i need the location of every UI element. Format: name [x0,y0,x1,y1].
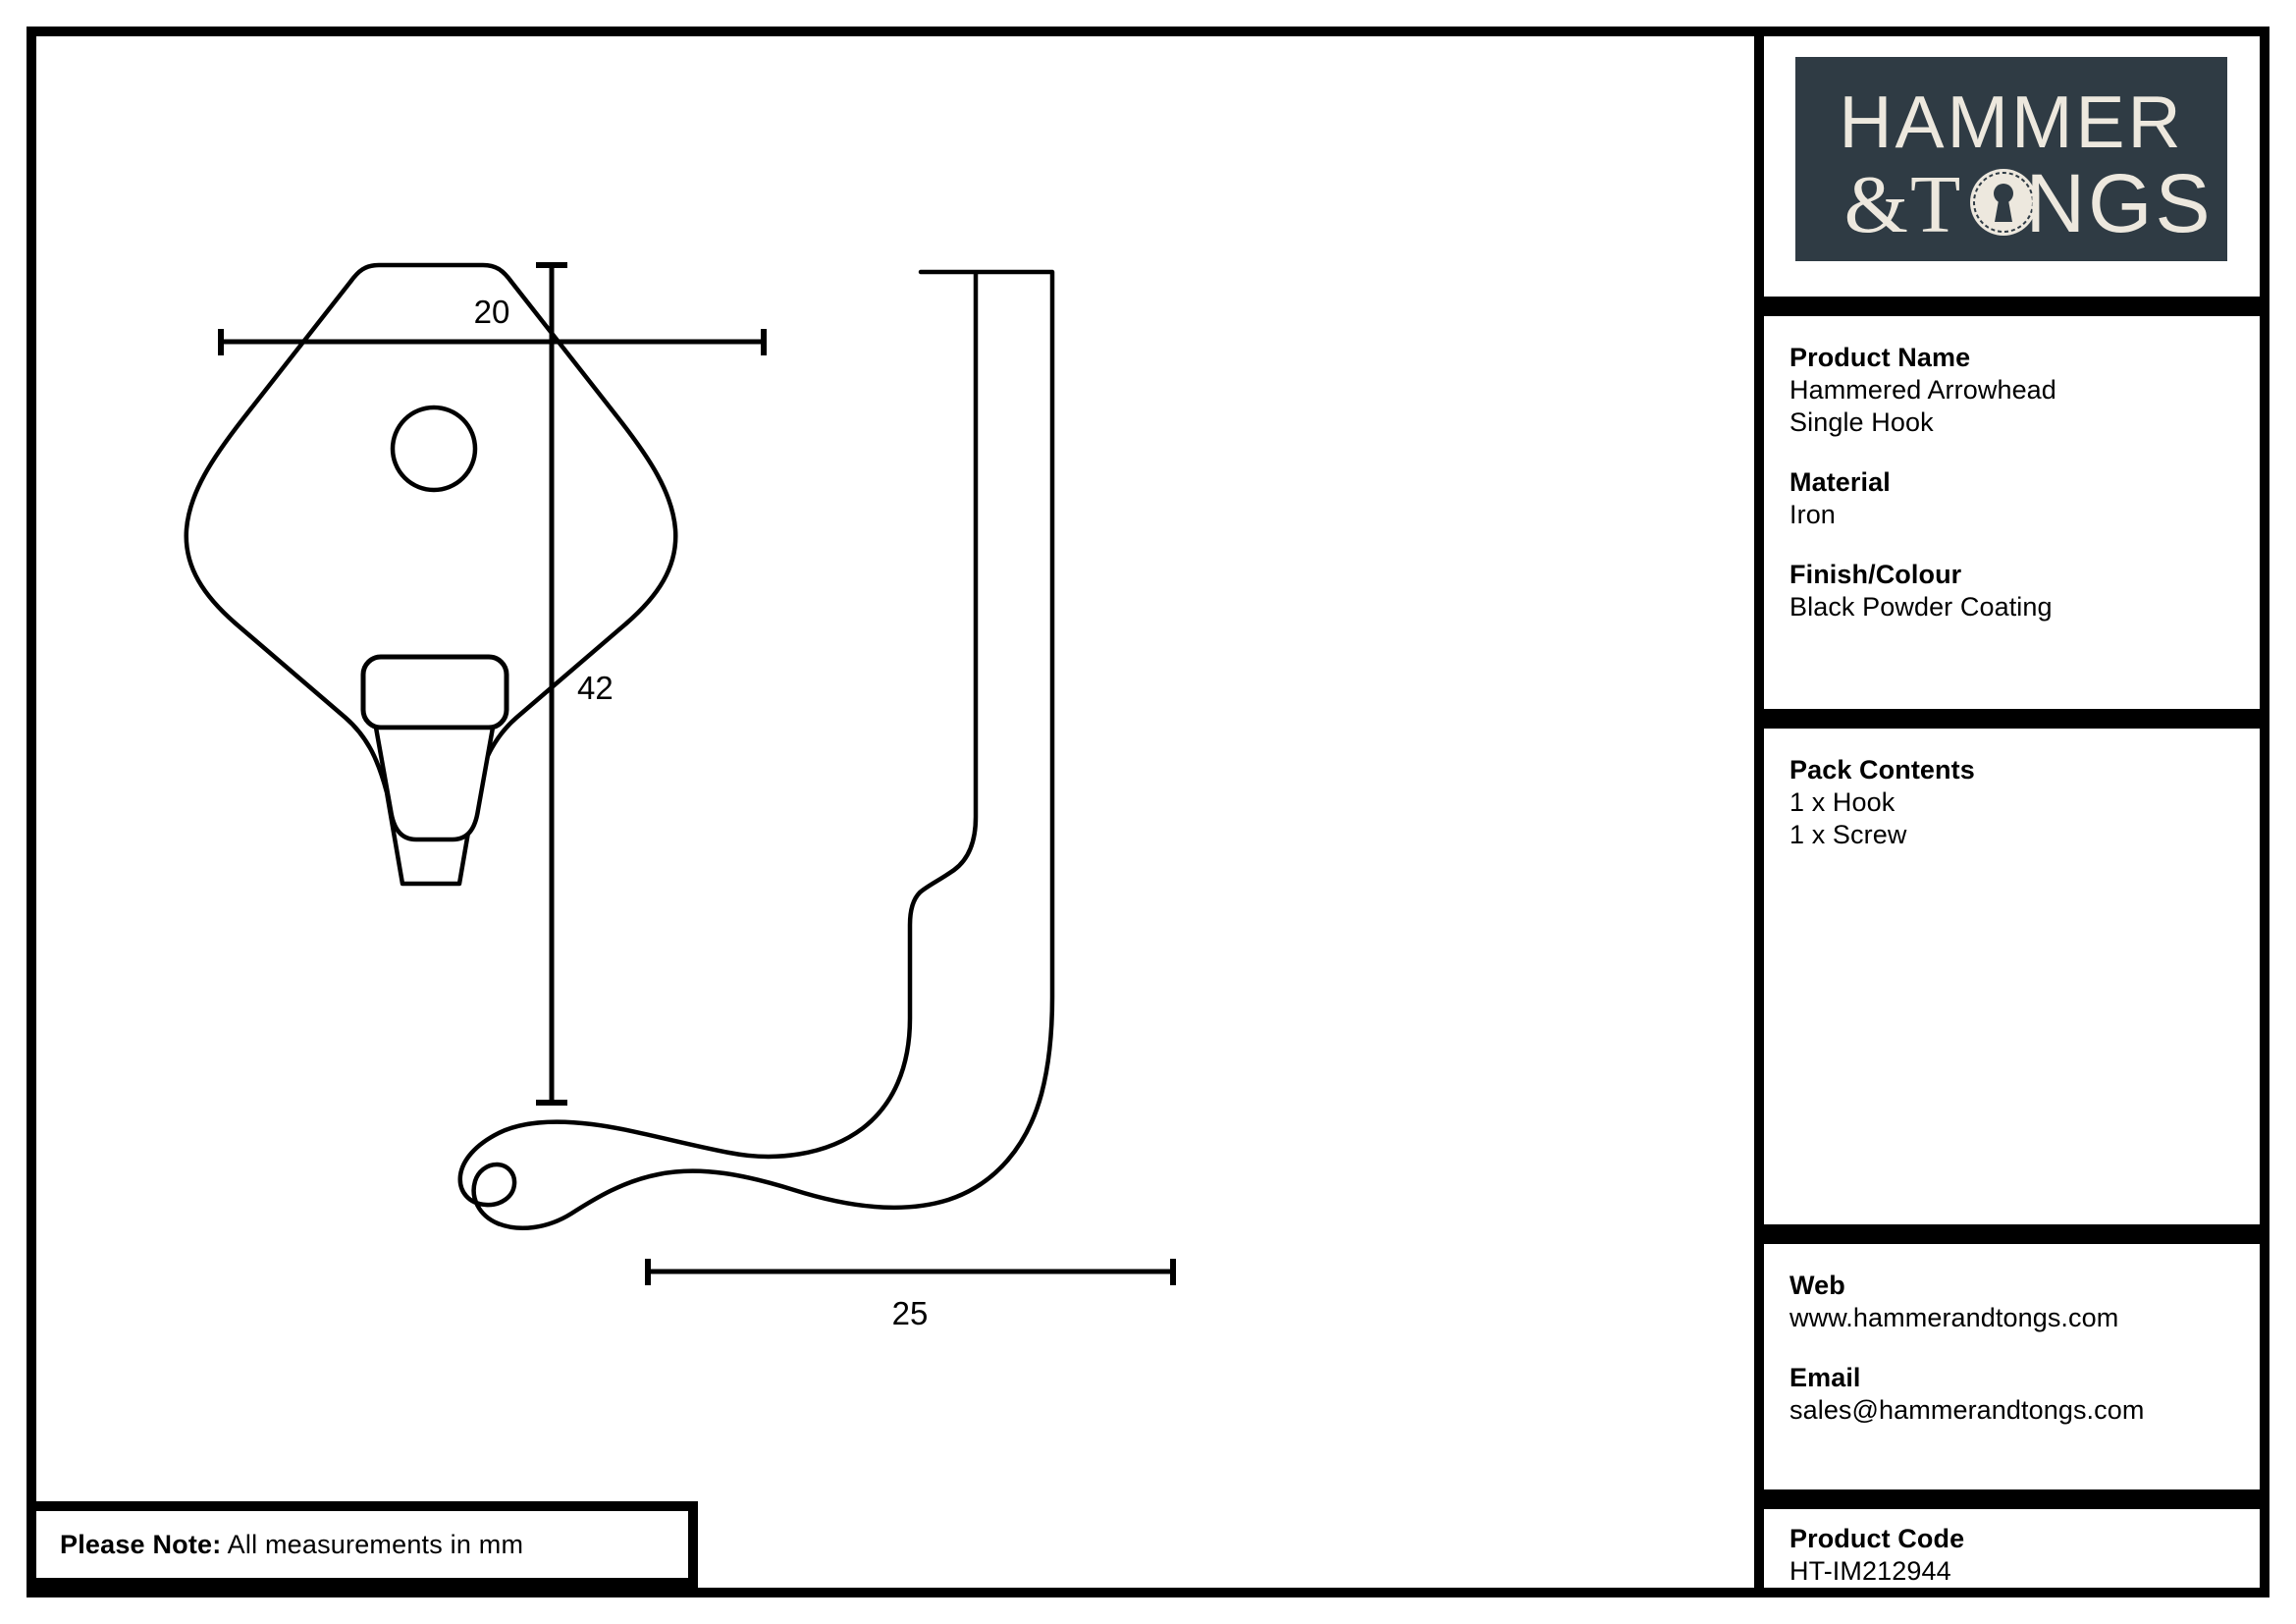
material-value: Iron [1789,499,1836,529]
logo-panel: HAMMER &T NGS [1754,27,2269,306]
keyhole-hole-stem [1995,200,2012,222]
side-view: 25 [457,269,1176,1331]
keyhole-hole-top [1994,184,2013,203]
finish-value: Black Powder Coating [1789,591,2053,622]
pack-contents-panel: Pack Contents 1 x Hook 1 x Screw [1754,719,2269,1234]
keyhole-icon [1970,169,2037,236]
pack-item: 1 x Hook [1789,786,1896,817]
spacer [1789,1334,2260,1362]
depth-dimension-label: 25 [892,1295,929,1331]
info-column: HAMMER &T NGS Product Name Hammered Arro [1754,27,2269,1597]
logo-line-2-prefix: &T [1844,159,1963,250]
depth-dimension: 25 [645,1259,1176,1331]
height-dimension: 42 [536,262,614,1106]
product-spec-panel: Product Name Hammered Arrowhead Single H… [1754,306,2269,719]
web-value[interactable]: www.hammerandtongs.com [1789,1302,2119,1332]
hook-tip-front [373,725,496,842]
front-view: 20 42 [184,262,767,1106]
brand-logo: HAMMER &T NGS [1795,57,2227,261]
finish-label: Finish/Colour [1789,559,1962,589]
please-note-label: Please Note: [60,1529,222,1559]
pack-item: 1 x Screw [1789,819,1907,849]
height-dimension-label: 42 [577,670,614,706]
spacer [1789,531,2260,559]
product-name-label: Product Name [1789,343,1971,372]
material-label: Material [1789,466,1891,497]
email-label: Email [1789,1362,1861,1392]
web-label: Web [1789,1271,1845,1300]
product-code-value: HT-IM212944 [1789,1555,1951,1586]
logo-line-1: HAMMER [1839,81,2183,163]
contact-panel: Web www.hammerandtongs.com Email sales@h… [1754,1234,2269,1499]
hook-profile-outline [457,269,1055,1230]
product-name-line1: Hammered Arrowhead [1789,374,2056,405]
please-note-value: All measurements in mm [221,1529,524,1559]
email-value[interactable]: sales@hammerandtongs.com [1789,1394,2145,1425]
logo-svg: HAMMER &T NGS [1795,57,2227,261]
product-code-label: Product Code [1789,1524,1965,1553]
technical-drawing: 20 42 [184,262,1176,1331]
logo-line-2-suffix: NGS [2025,157,2213,249]
please-note-text: Please Note: All measurements in mm [60,1530,523,1560]
collar-band [360,654,509,731]
please-note-box: Please Note: All measurements in mm [36,1501,698,1588]
width-dimension-label: 20 [474,294,510,330]
spacer [1789,439,2260,466]
width-dimension: 20 [218,294,767,355]
product-code-panel: Product Code HT-IM212944 [1754,1499,2269,1597]
keyhole-ring [1973,172,2034,233]
product-name-line2: Single Hook [1789,406,1934,437]
fixing-hole [390,405,478,493]
pack-contents-label: Pack Contents [1789,755,1975,785]
drawing-area: 20 42 [36,36,1744,1588]
